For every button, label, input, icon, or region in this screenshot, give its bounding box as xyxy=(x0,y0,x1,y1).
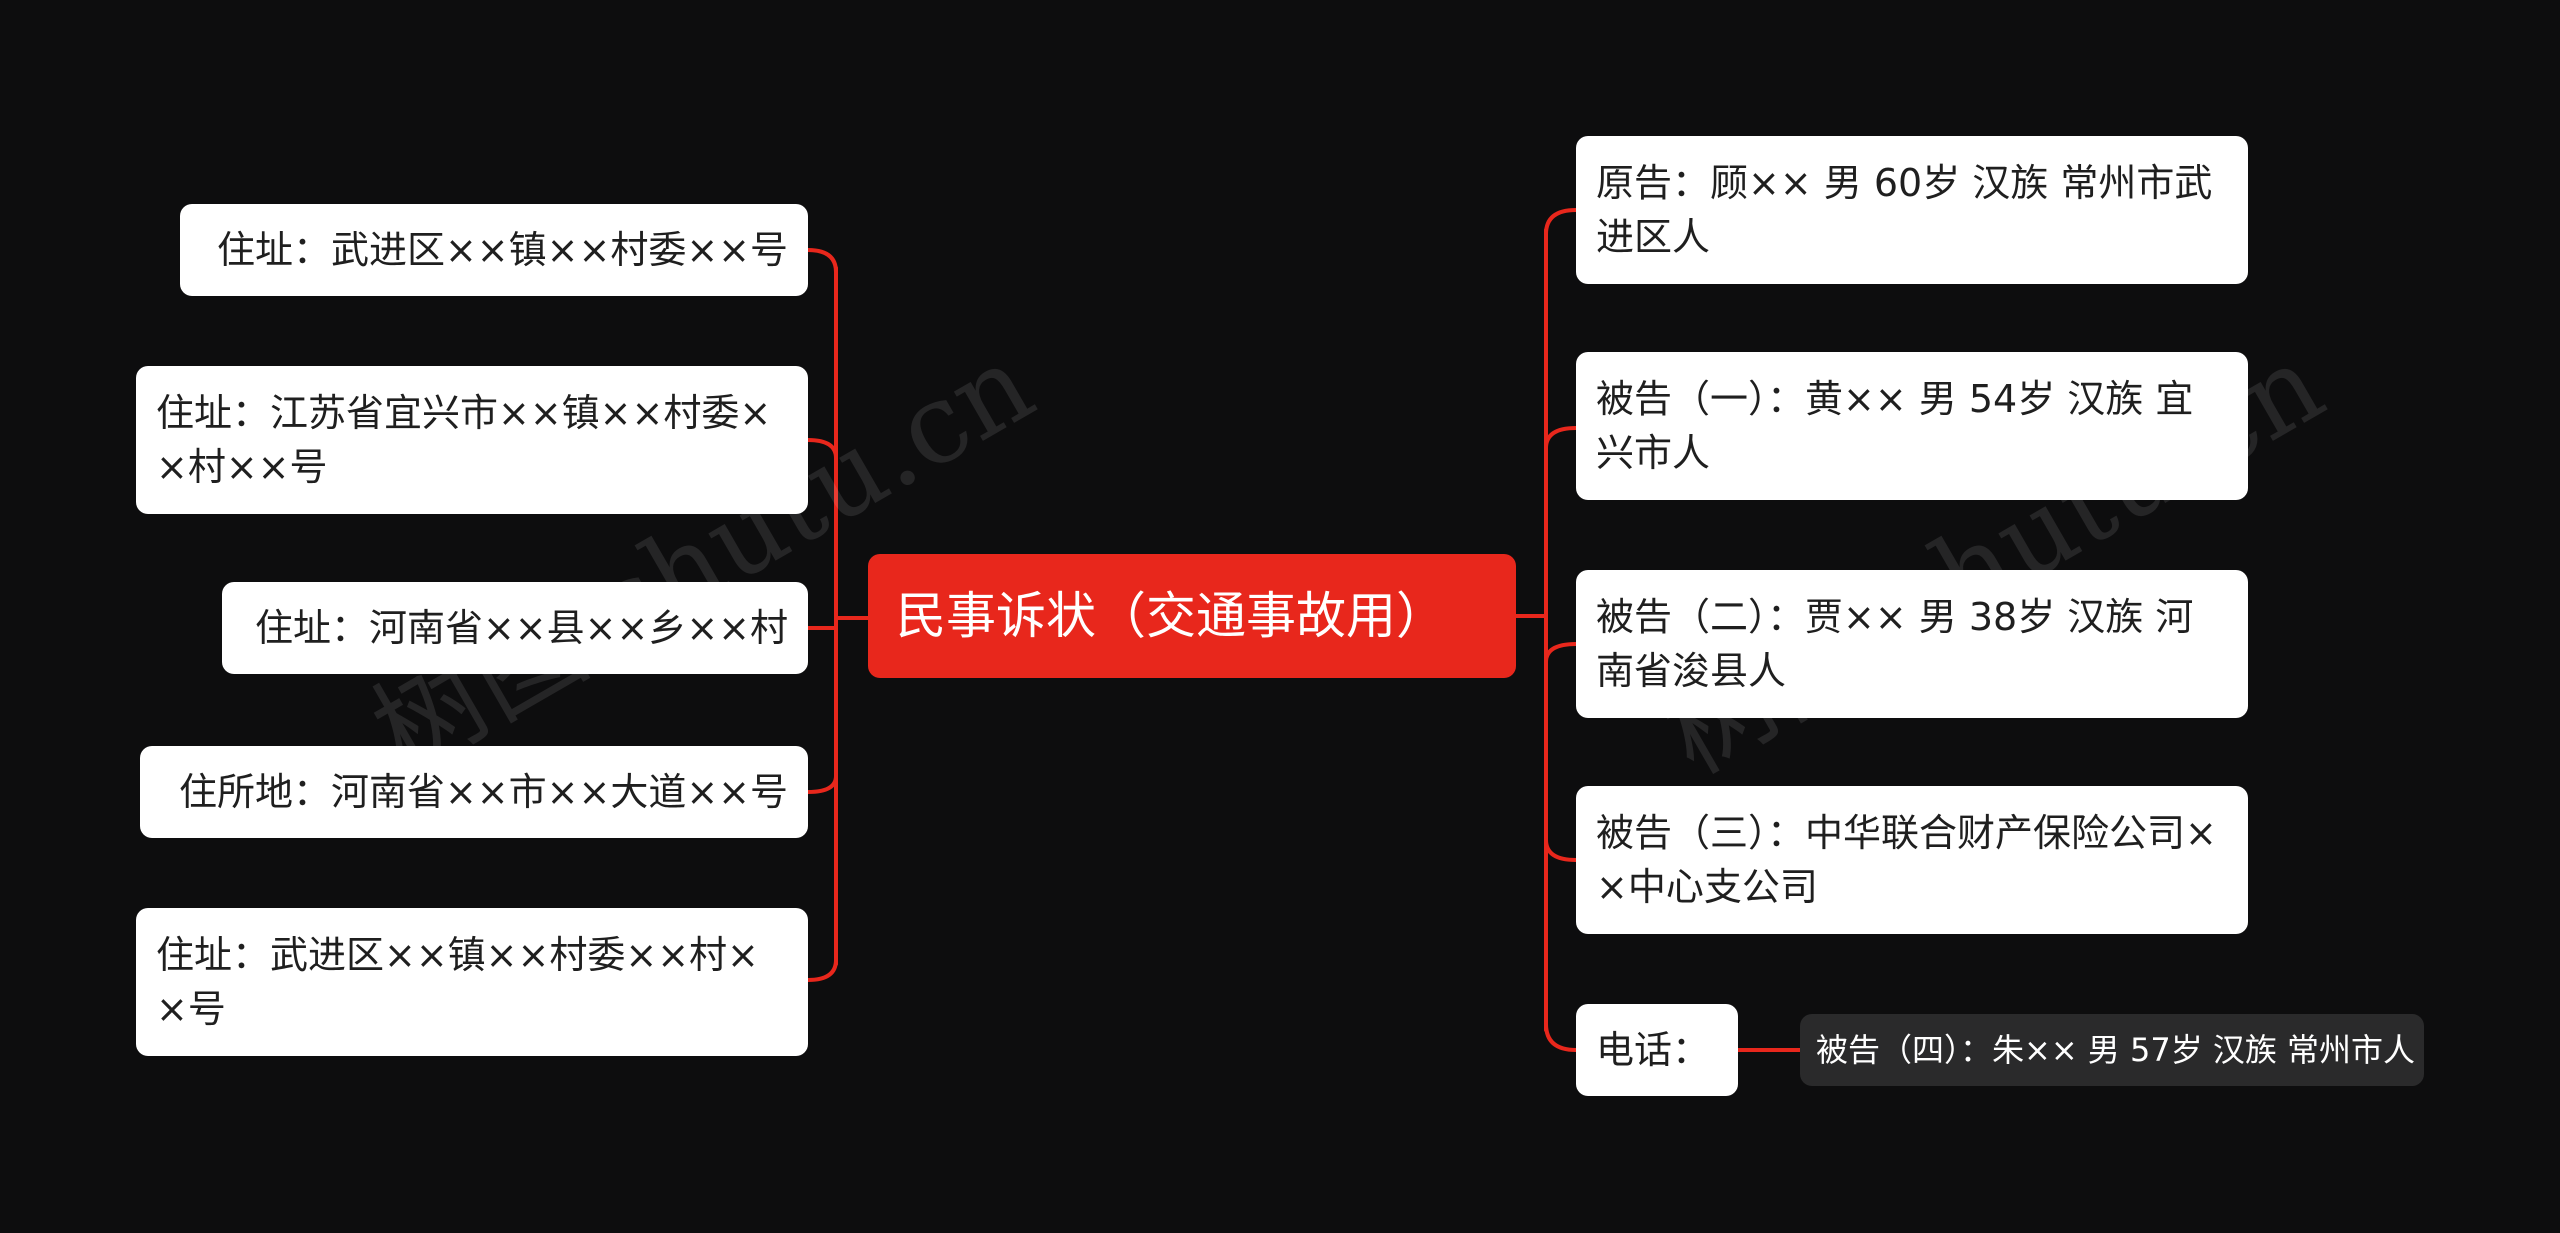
connector-right-5 xyxy=(1544,1022,1578,1052)
right-node-defendant-3[interactable]: 被告（三）：中华联合财产保险公司××中心支公司 xyxy=(1576,786,2248,934)
right-node-defendant-2-label: 被告（二）：贾×× 男 38岁 汉族 河南省浚县人 xyxy=(1596,595,2194,693)
left-node-3[interactable]: 住址：河南省××县××乡××村 xyxy=(222,582,808,674)
right-node-defendant-2[interactable]: 被告（二）：贾×× 男 38岁 汉族 河南省浚县人 xyxy=(1576,570,2248,718)
connector-right-1 xyxy=(1544,208,1578,236)
left-node-3-label: 住址：河南省××县××乡××村 xyxy=(254,606,788,650)
left-node-1-label: 住址：武进区××镇××村委××号 xyxy=(216,228,788,272)
root-node[interactable]: 民事诉状（交通事故用） xyxy=(868,554,1516,678)
connector-left-5 xyxy=(806,958,838,982)
left-node-2-label: 住址：江苏省宜兴市××镇××村委××村××号 xyxy=(156,391,772,489)
sub-leaf-defendant-4-label: 被告（四）：朱×× 男 57岁 汉族 常州市人 xyxy=(1816,1031,2416,1069)
left-node-4[interactable]: 住所地：河南省××市××大道××号 xyxy=(140,746,808,838)
right-node-plaintiff[interactable]: 原告：顾×× 男 60岁 汉族 常州市武进区人 xyxy=(1576,136,2248,284)
connector-left-1 xyxy=(806,248,838,274)
right-node-defendant-1-label: 被告（一）：黄×× 男 54岁 汉族 宜兴市人 xyxy=(1596,377,2194,475)
left-node-1[interactable]: 住址：武进区××镇××村委××号 xyxy=(180,204,808,296)
left-node-5-label: 住址：武进区××镇××村委××村××号 xyxy=(156,933,759,1031)
sub-leaf-defendant-4[interactable]: 被告（四）：朱×× 男 57岁 汉族 常州市人 xyxy=(1800,1014,2424,1086)
connector-right-4 xyxy=(1544,838,1578,862)
right-node-phone[interactable]: 电话： xyxy=(1576,1004,1738,1096)
left-node-5[interactable]: 住址：武进区××镇××村委××村××号 xyxy=(136,908,808,1056)
right-node-defendant-3-label: 被告（三）：中华联合财产保险公司××中心支公司 xyxy=(1596,811,2217,909)
root-label: 民事诉状（交通事故用） xyxy=(896,587,1446,645)
right-node-defendant-1[interactable]: 被告（一）：黄×× 男 54岁 汉族 宜兴市人 xyxy=(1576,352,2248,500)
right-node-phone-label: 电话： xyxy=(1596,1028,1711,1072)
left-node-2[interactable]: 住址：江苏省宜兴市××镇××村委××村××号 xyxy=(136,366,808,514)
left-node-4-label: 住所地：河南省××市××大道××号 xyxy=(178,770,788,814)
right-node-plaintiff-label: 原告：顾×× 男 60岁 汉族 常州市武进区人 xyxy=(1596,161,2213,259)
connector-right-2 xyxy=(1544,426,1578,450)
connector-left-4 xyxy=(806,774,838,794)
connector-left-2 xyxy=(806,438,838,460)
connector-right-3 xyxy=(1544,642,1578,664)
